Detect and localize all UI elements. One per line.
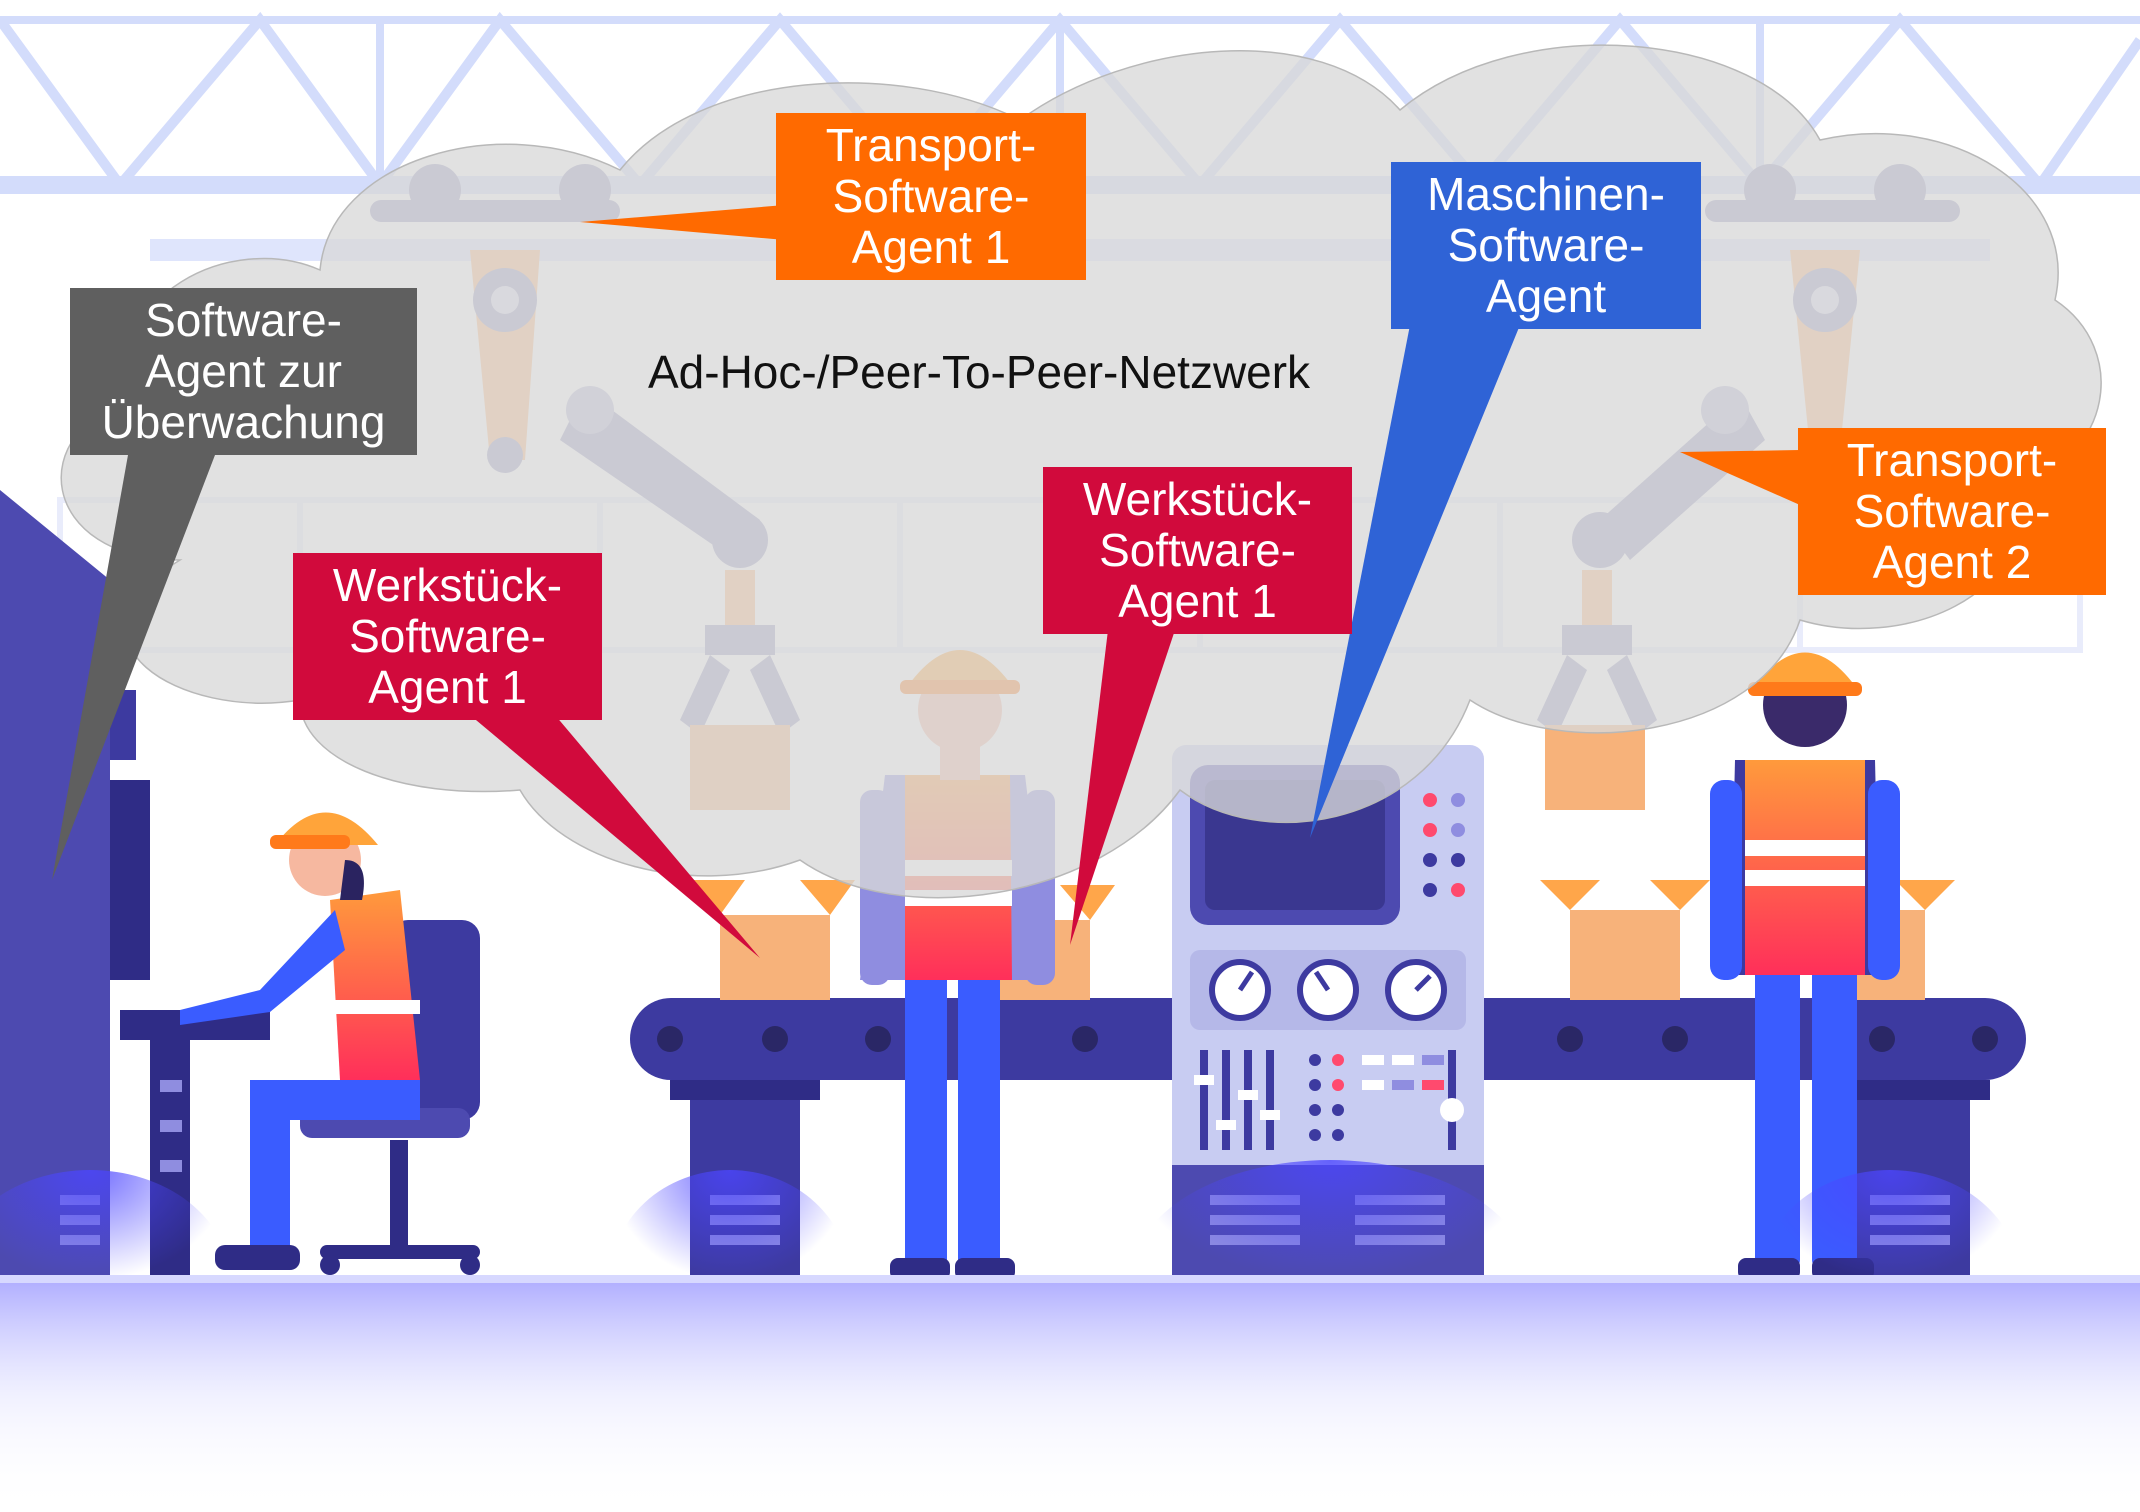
agent-label-transport-2: Transport- Software- Agent 2 <box>1798 428 2106 595</box>
agent-label-line: Agent zur <box>145 345 342 397</box>
agent-label-line: Maschinen- <box>1427 168 1665 220</box>
pointer-workpiece-center <box>1070 630 1175 945</box>
agent-label-line: Werkstück- <box>1082 473 1313 525</box>
pointer-transport-2 <box>1680 450 1800 505</box>
agent-label-monitoring: Software- Agent zur Überwachung <box>70 288 417 455</box>
agent-label-line: Software- <box>145 294 342 346</box>
agent-label-line: Software- <box>349 610 546 662</box>
pointer-monitoring <box>52 455 215 880</box>
agent-label-line: Software- <box>1447 219 1645 271</box>
agent-label-transport-1: Transport- Software- Agent 1 <box>776 113 1086 280</box>
seated-worker <box>180 812 480 1275</box>
agent-label-line: Software- <box>1853 485 2051 537</box>
agent-label-line: Software- <box>1099 524 1296 576</box>
network-label: Ad-Hoc-/Peer-To-Peer-Netzwerk <box>648 346 1311 398</box>
agent-label-workpiece-left: Werkstück- Software- Agent 1 <box>293 553 602 720</box>
agent-label-line: Transport- <box>1846 434 2058 486</box>
agent-label-line: Überwachung <box>101 396 386 448</box>
pointer-transport-1 <box>580 205 785 240</box>
agent-label-line: Agent 1 <box>1118 575 1277 627</box>
agent-label-line: Werkstück- <box>332 559 563 611</box>
agent-label-machine: Maschinen- Software- Agent <box>1391 162 1701 329</box>
agent-label-line: Agent 1 <box>368 661 527 713</box>
agent-label-line: Agent 1 <box>851 221 1011 273</box>
agent-label-workpiece-center: Werkstück- Software- Agent 1 <box>1043 467 1352 634</box>
right-worker <box>1710 652 1900 1280</box>
pointer-machine <box>1310 325 1520 838</box>
factory-floor <box>0 1160 2140 1512</box>
agent-label-line: Transport- <box>825 119 1037 171</box>
callout-pointers <box>52 205 1800 958</box>
agent-label-line: Software- <box>832 170 1030 222</box>
agent-label-line: Agent 2 <box>1872 536 2032 588</box>
pointer-workpiece-left <box>470 715 760 958</box>
agent-label-line: Agent <box>1485 270 1607 322</box>
